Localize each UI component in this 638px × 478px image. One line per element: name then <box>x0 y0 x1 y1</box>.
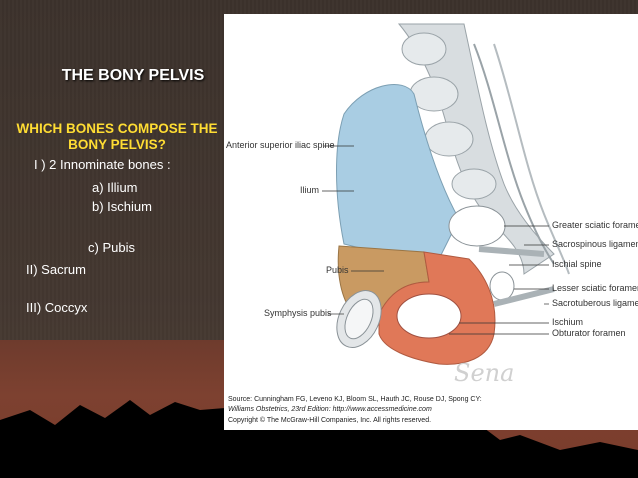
label-ilium: Ilium <box>300 185 320 195</box>
label-obturator: Obturator foramen <box>552 328 626 338</box>
label-ischium: Ischium <box>552 317 584 327</box>
label-ischial-spine: Ischial spine <box>552 259 602 269</box>
list-item-ischium: b) Ischium <box>92 199 152 214</box>
label-sacrospinous: Sacrospinous ligament <box>552 239 638 249</box>
label-lesser-sciatic: Lesser sciatic foramen <box>552 283 638 293</box>
ilium-region <box>336 84 460 260</box>
label-symphysis: Symphysis pubis <box>264 308 332 318</box>
list-item-illium: a) Illium <box>92 180 138 195</box>
figure-credit-source: Source: Cunningham FG, Leveno KJ, Bloom … <box>228 396 482 403</box>
list-item-coccyx: III) Coccyx <box>26 300 88 315</box>
list-item-innominate: I ) 2 Innominate bones : <box>34 157 171 172</box>
pelvis-figure: Anterior superior iliac spine Ilium Pubi… <box>224 14 638 430</box>
slide-title: THE BONY PELVIS <box>61 67 205 84</box>
label-asis: Anterior superior iliac spine <box>226 140 335 150</box>
pelvis-illustration <box>322 23 570 365</box>
artist-signature: Sena <box>454 359 515 387</box>
list-item-pubis: c) Pubis <box>88 240 135 255</box>
figure-credit-copyright: Copyright © The McGraw-Hill Companies, I… <box>228 417 432 424</box>
mountain-silhouette <box>0 400 638 478</box>
list-item-sacrum: II) Sacrum <box>26 262 86 277</box>
label-pubis: Pubis <box>326 265 349 275</box>
label-sacrotuberous: Sacrotuberous ligament <box>552 298 638 308</box>
question-text: WHICH BONES COMPOSE THE BONY PELVIS? <box>16 121 218 152</box>
label-greater-sciatic: Greater sciatic foramen <box>552 220 638 230</box>
figure-credit-edition: Williams Obstetrics, 23rd Edition: http:… <box>228 406 432 413</box>
